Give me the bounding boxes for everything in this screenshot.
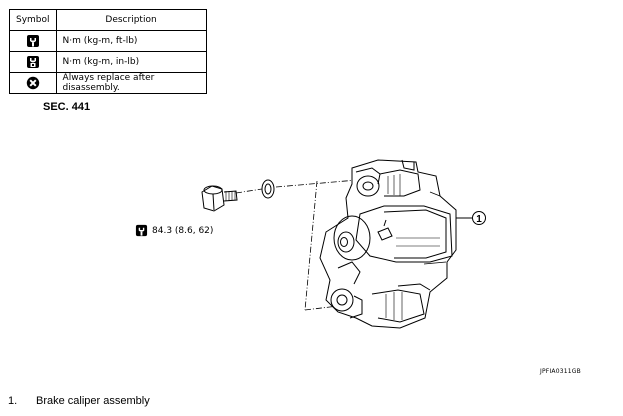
washer bbox=[261, 179, 275, 199]
caption-text: Brake caliper assembly bbox=[36, 395, 150, 407]
legend-text: Always replace after disassembly. bbox=[55, 72, 207, 94]
caption-number: 1. bbox=[8, 395, 18, 407]
torque-spec-value: 84.3 (8.6, 62) bbox=[152, 225, 214, 236]
torque-wrench-icon bbox=[135, 224, 148, 237]
bolt bbox=[201, 185, 238, 212]
torque-spec-label: 84.3 (8.6, 62) bbox=[135, 224, 213, 237]
brake-caliper-assembly bbox=[319, 159, 457, 329]
torque-wrench-small-icon bbox=[26, 56, 39, 68]
symbol-legend-table: Symbol Description N·m (kg-m, ft-lb) N·m… bbox=[9, 9, 207, 94]
legend-header-row: Symbol Description bbox=[9, 9, 207, 31]
legend-row: Always replace after disassembly. bbox=[9, 72, 207, 94]
callout-circle bbox=[472, 211, 486, 225]
reference-code: JPFIA0311GB bbox=[540, 368, 581, 375]
section-label: SEC. 441 bbox=[43, 101, 91, 113]
legend-row: N·m (kg-m, in-lb) bbox=[9, 51, 207, 73]
replace-x-icon bbox=[26, 76, 39, 90]
torque-wrench-icon bbox=[26, 35, 39, 47]
figure-caption: 1. Brake caliper assembly bbox=[8, 395, 150, 407]
callout-number: 1 bbox=[476, 214, 482, 225]
